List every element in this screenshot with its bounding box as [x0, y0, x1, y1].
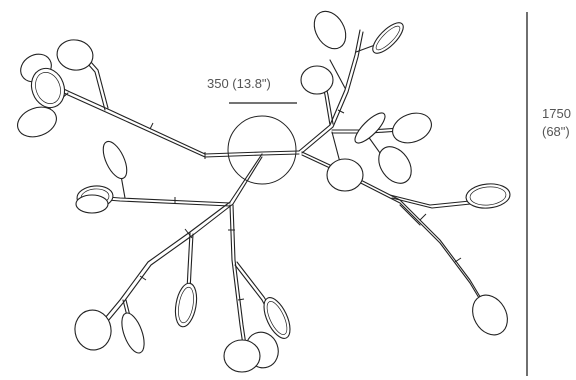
width-dimension-label: 350 (13.8"): [207, 76, 271, 91]
canopy-circle: [227, 115, 297, 185]
height-dimension-inches: (68"): [542, 124, 570, 139]
joint-marks: [139, 109, 462, 301]
height-dimension-mm: 1750: [542, 106, 571, 121]
glass-leaves: [17, 10, 511, 373]
